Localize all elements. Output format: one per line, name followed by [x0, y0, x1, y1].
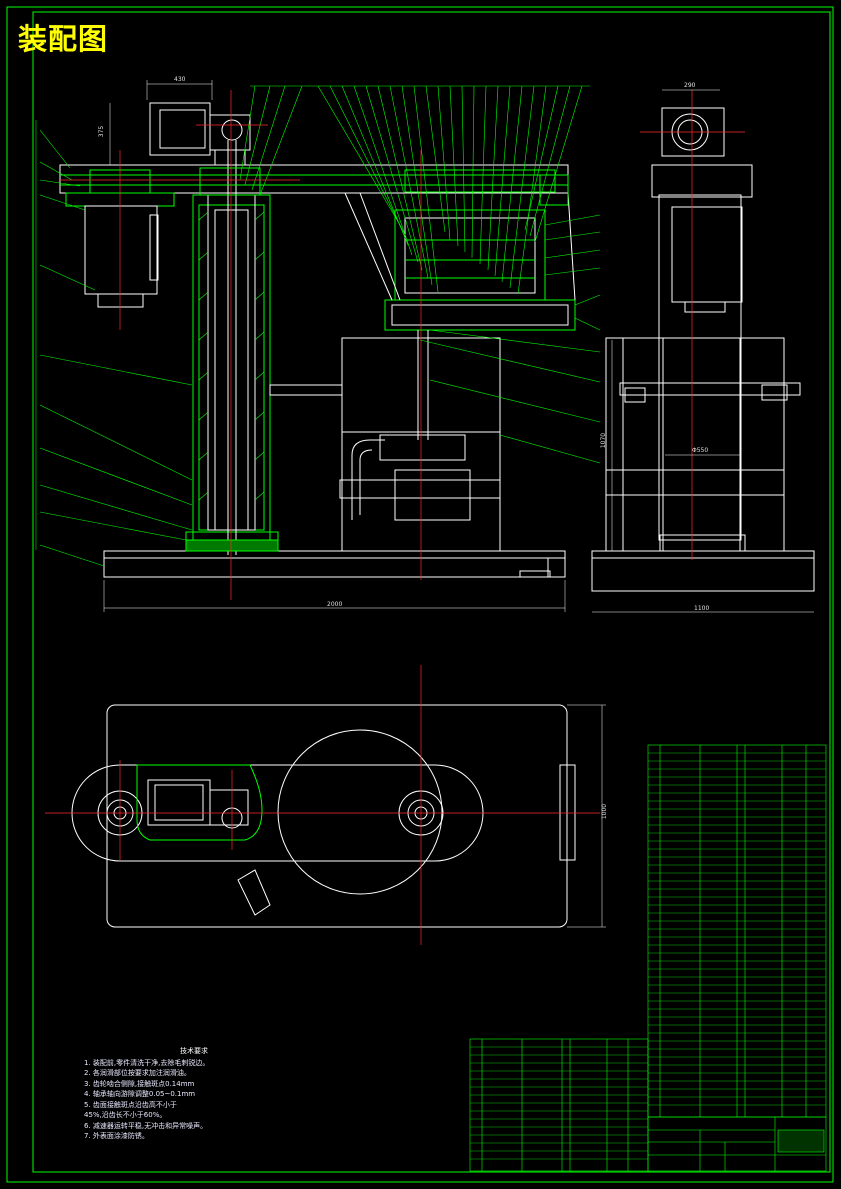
drawing-title: 装配图: [18, 22, 109, 56]
front-centerlines: [60, 90, 422, 600]
dim-overall-width: 2000: [327, 601, 343, 608]
side-centerlines: [640, 90, 745, 560]
parts-list-bottom: [469, 1038, 649, 1172]
dim-motor-width: 430: [174, 76, 186, 83]
side-view: [591, 107, 815, 592]
requirement-item: 4. 轴承轴向游隙调整0.05~0.1mm: [84, 1090, 196, 1098]
dim-side-motor: 290: [684, 82, 696, 89]
side-dimensions: [592, 89, 814, 613]
drawing-frame: [6, 6, 834, 1183]
parts-list-right-rows: [648, 752, 826, 1106]
leader-lines: [39, 85, 601, 567]
requirement-item: 2. 各润滑部位按要求加注润滑油。: [84, 1069, 191, 1077]
requirement-item: 6. 减速器运转平稳,无冲击和异常噪声。: [84, 1121, 208, 1130]
dim-plan-depth: 1000: [601, 803, 609, 820]
technical-requirements-heading: 技术要求: [180, 1047, 208, 1055]
part-balloons: [35, 85, 590, 550]
requirement-item: 7. 外表面涂漆防锈。: [84, 1132, 149, 1140]
dim-side-base: 1100: [694, 605, 710, 612]
dim-side-height: 1070: [600, 432, 608, 449]
plan-view: [71, 704, 576, 928]
title-block: [647, 1116, 827, 1172]
plan-centerlines: [45, 665, 600, 945]
dim-side-column: Φ550: [692, 447, 709, 454]
requirement-item: 1. 装配前,零件清洗干净,去除毛刺锐边。: [84, 1058, 210, 1067]
front-view: [59, 102, 576, 578]
front-dimensions: [103, 80, 566, 612]
parts-list-right: [647, 744, 827, 1118]
requirement-item: 45%,沿齿长不小于60%。: [84, 1111, 167, 1119]
plan-dimensions: [567, 704, 606, 928]
technical-requirements: 技术要求 1. 装配前,零件清洗干净,去除毛刺锐边。 2. 各润滑部位按要求加注…: [84, 1046, 304, 1142]
parts-list-bottom-rows: [470, 1046, 648, 1160]
requirement-item: 3. 齿轮啮合侧隙,接触斑点0.14mm: [84, 1079, 195, 1088]
dim-motor-height: 375: [98, 125, 106, 138]
requirement-item: 5. 齿面接触斑点沿齿高不小于: [84, 1100, 177, 1109]
